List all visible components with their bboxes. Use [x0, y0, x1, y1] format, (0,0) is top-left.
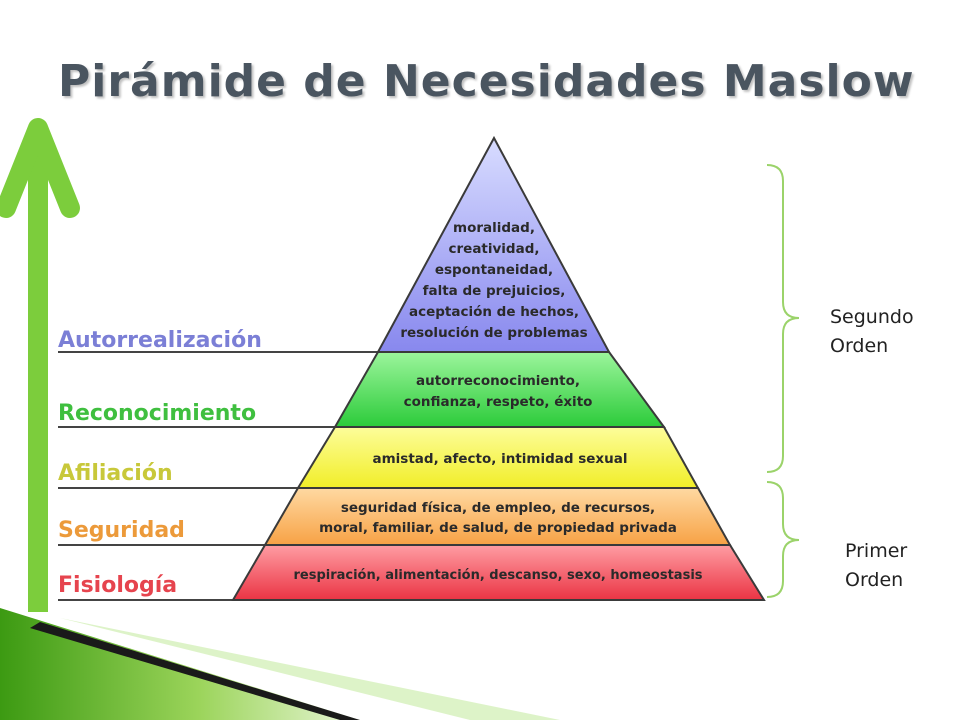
level-desc-line: aceptación de hechos,	[409, 304, 579, 320]
level-desc-line: moralidad,	[453, 220, 535, 236]
bracket-segundo-orden	[766, 164, 800, 473]
level-desc-line: respiración, alimentación, descanso, sex…	[293, 568, 702, 583]
floor-stroke	[30, 622, 360, 720]
floor-swoosh	[0, 608, 360, 720]
level-desc-line: confianza, respeto, éxito	[404, 394, 593, 410]
page-title: Pirámide de Necesidades Maslow	[58, 56, 915, 107]
level-separators	[58, 351, 378, 601]
level-desc-line: espontaneidad,	[435, 262, 553, 278]
level-desc-line: falta de prejuicios,	[423, 283, 566, 299]
bracket-primer-orden	[766, 481, 800, 598]
level-desc-line: seguridad física, de empleo, de recursos…	[341, 500, 655, 516]
level-label-afiliacion: Afiliación	[58, 461, 173, 486]
level-desc-line: resolución de problemas	[400, 325, 587, 341]
group-brackets	[766, 164, 800, 598]
floor-highlight	[60, 618, 560, 720]
pyramid-band-reconocimiento	[333, 351, 666, 428]
level-label-fisiologia: Fisiología	[58, 573, 177, 598]
level-desc-line: autorreconocimiento,	[416, 373, 580, 389]
level-label-reconocimiento: Reconocimiento	[58, 401, 256, 426]
group-label-primer-orden: Primer Orden	[845, 540, 908, 591]
level-label-seguridad: Seguridad	[58, 518, 185, 543]
level-desc-line: creatividad,	[449, 241, 540, 257]
up-arrow-icon	[0, 118, 80, 612]
level-desc-line: moral, familiar, de salud, de propiedad …	[319, 520, 677, 536]
level-desc-line: amistad, afecto, intimidad sexual	[373, 451, 628, 467]
level-label-autorrealizacion: Autorrealización	[58, 328, 262, 353]
group-label-segundo-orden: Segundo Orden	[830, 306, 914, 357]
pyramid-band-seguridad	[263, 487, 732, 546]
pyramid-band-fisiologia	[231, 544, 766, 601]
